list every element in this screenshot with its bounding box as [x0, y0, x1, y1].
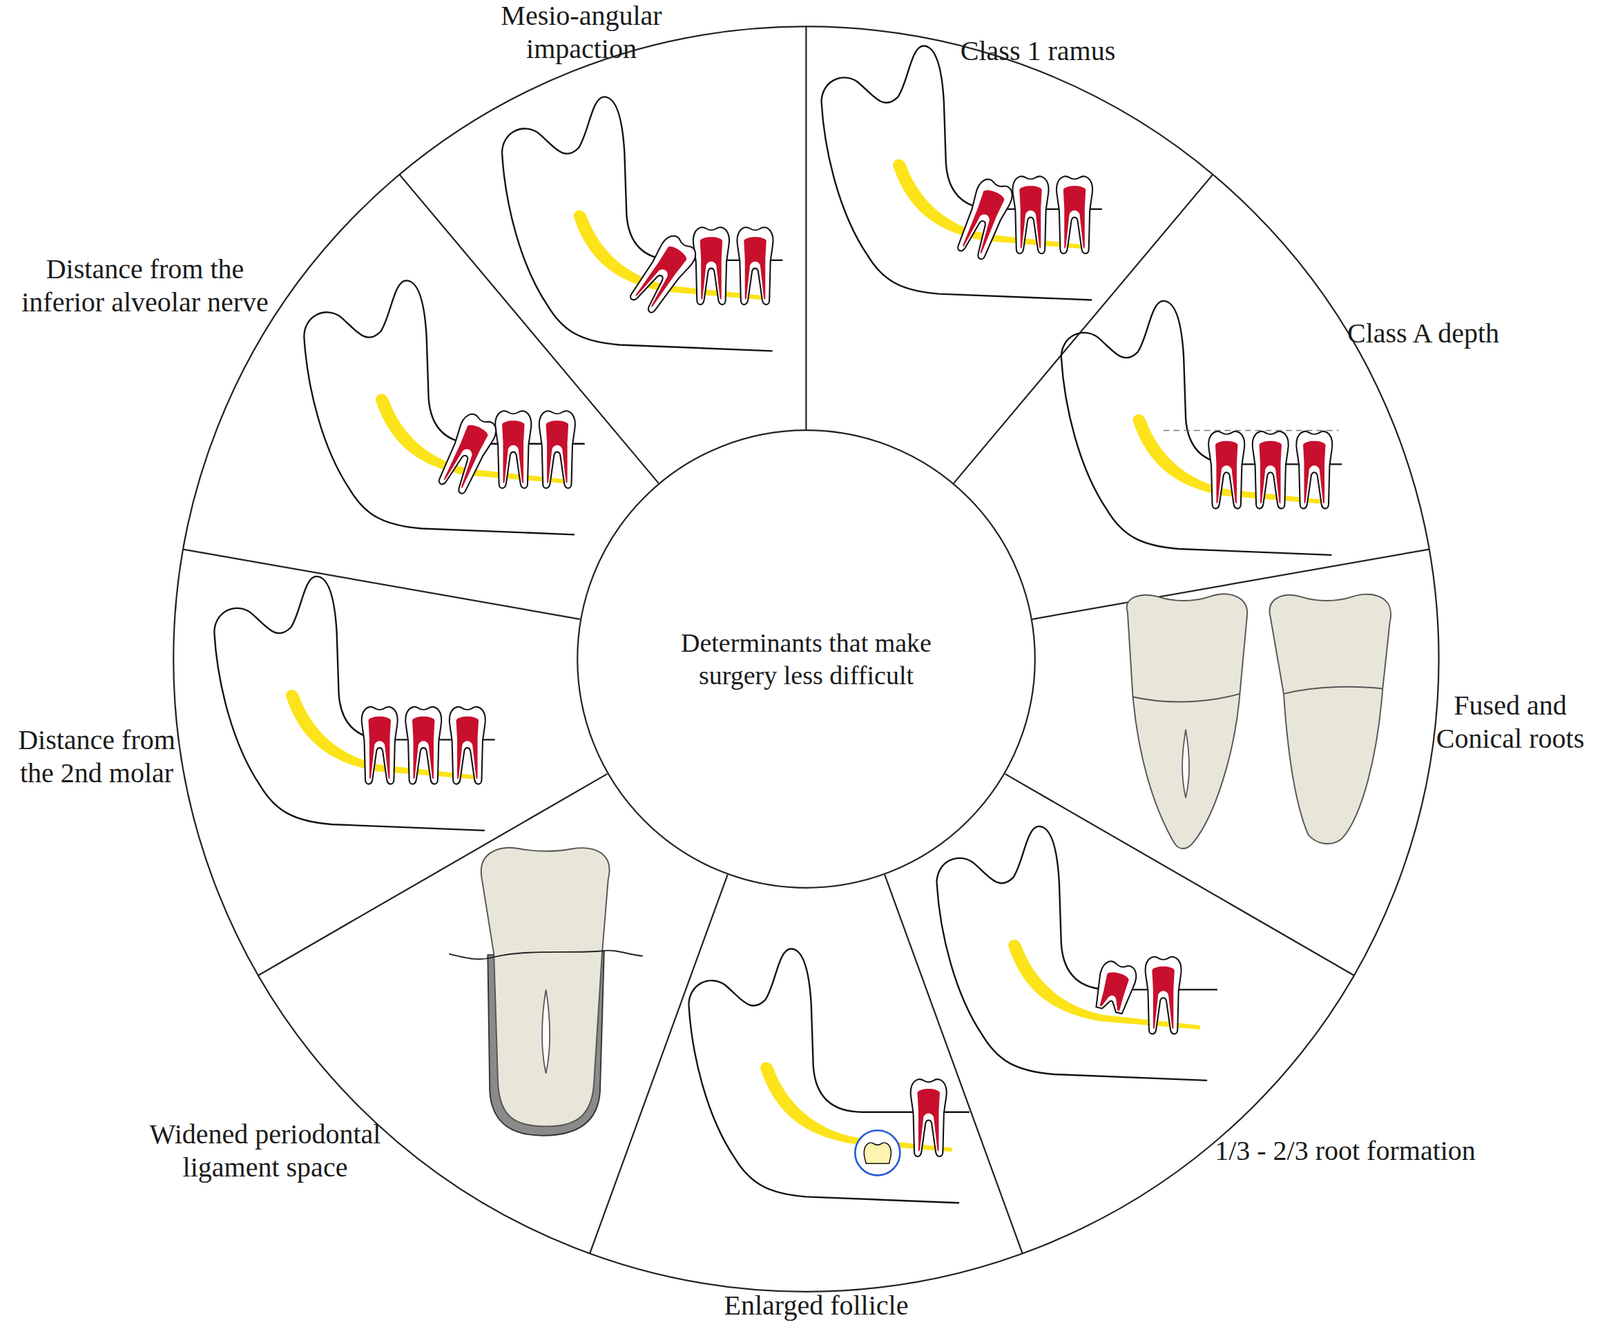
divider-lines: [182, 26, 1430, 1254]
segment-label: 1/3 - 2/3 root formation: [1172, 1134, 1518, 1168]
second-molar: [1252, 431, 1289, 509]
tooth-crown: [863, 1142, 891, 1164]
root-canal: [542, 989, 550, 1074]
mandible: [821, 45, 1103, 300]
jaw-illustration: [821, 45, 1103, 300]
segment-label: Fused and Conical roots: [1423, 689, 1597, 756]
segment-label: Distance from the 2nd molar: [10, 723, 183, 790]
jaw-illustration: [303, 280, 585, 535]
divider-line: [589, 874, 728, 1255]
cej-line: [1132, 694, 1240, 703]
third-molar: [434, 410, 500, 496]
third-molar: [361, 707, 398, 785]
third-molar: [1208, 431, 1245, 509]
jaw-illustration: [688, 948, 969, 1203]
first-molar: [449, 707, 486, 785]
center-title: Determinants that make surgery less diff…: [640, 626, 973, 692]
first-molar: [1296, 431, 1333, 509]
jaw-illustration: [214, 576, 495, 831]
first-molar: [1056, 176, 1093, 254]
segment-label: Class A depth: [1250, 316, 1596, 351]
cej-line: [1283, 687, 1383, 695]
mandible: [937, 826, 1218, 1081]
root-illustration: [1126, 594, 1391, 850]
tooth-outline: [1126, 594, 1248, 850]
follicle: [854, 1130, 900, 1176]
third-molar: [1091, 959, 1139, 1016]
jaw-illustration: [502, 96, 783, 351]
first-molar: [736, 227, 773, 305]
second-molar: [495, 410, 532, 489]
circle-outline: [576, 429, 1036, 889]
circle-shape: [577, 430, 1036, 889]
jaw-illustration: [937, 826, 1218, 1081]
mandible: [502, 96, 783, 351]
divider-line: [805, 26, 807, 430]
first-molar: [539, 410, 576, 489]
mandible: [688, 948, 969, 1203]
third-molar: [626, 232, 701, 316]
root-canal: [1182, 729, 1190, 799]
second-molar: [693, 227, 730, 305]
segment-label: Distance from the inferior alveolar nerv…: [5, 252, 286, 320]
tooth-outline: [1269, 594, 1391, 844]
divider-line: [953, 174, 1213, 484]
mandible: [1061, 301, 1342, 556]
divider-line: [884, 874, 1023, 1255]
mandible: [214, 576, 495, 831]
center-circle: Determinants that make surgery less diff…: [576, 429, 1036, 889]
segment-label: Mesio-angular impaction: [477, 0, 686, 66]
segment-label: Enlarged follicle: [643, 1289, 989, 1323]
gum-line: [448, 950, 643, 960]
second-molar: [405, 707, 442, 785]
jaw-illustration: [1061, 301, 1342, 556]
second-molar: [1145, 957, 1182, 1035]
third-molar: [953, 176, 1016, 262]
mandible: [303, 280, 585, 535]
segment-label: Widened periodontal ligament space: [127, 1117, 404, 1185]
second-molar: [910, 1079, 947, 1157]
pdl-illustration: [448, 847, 643, 1136]
outer-circle: [173, 26, 1439, 1292]
second-molar: [1012, 176, 1049, 254]
occlusal-plane: [1163, 430, 1339, 431]
tooth-outline: [481, 847, 610, 1127]
segment-label: Class 1 ramus: [865, 34, 1211, 68]
